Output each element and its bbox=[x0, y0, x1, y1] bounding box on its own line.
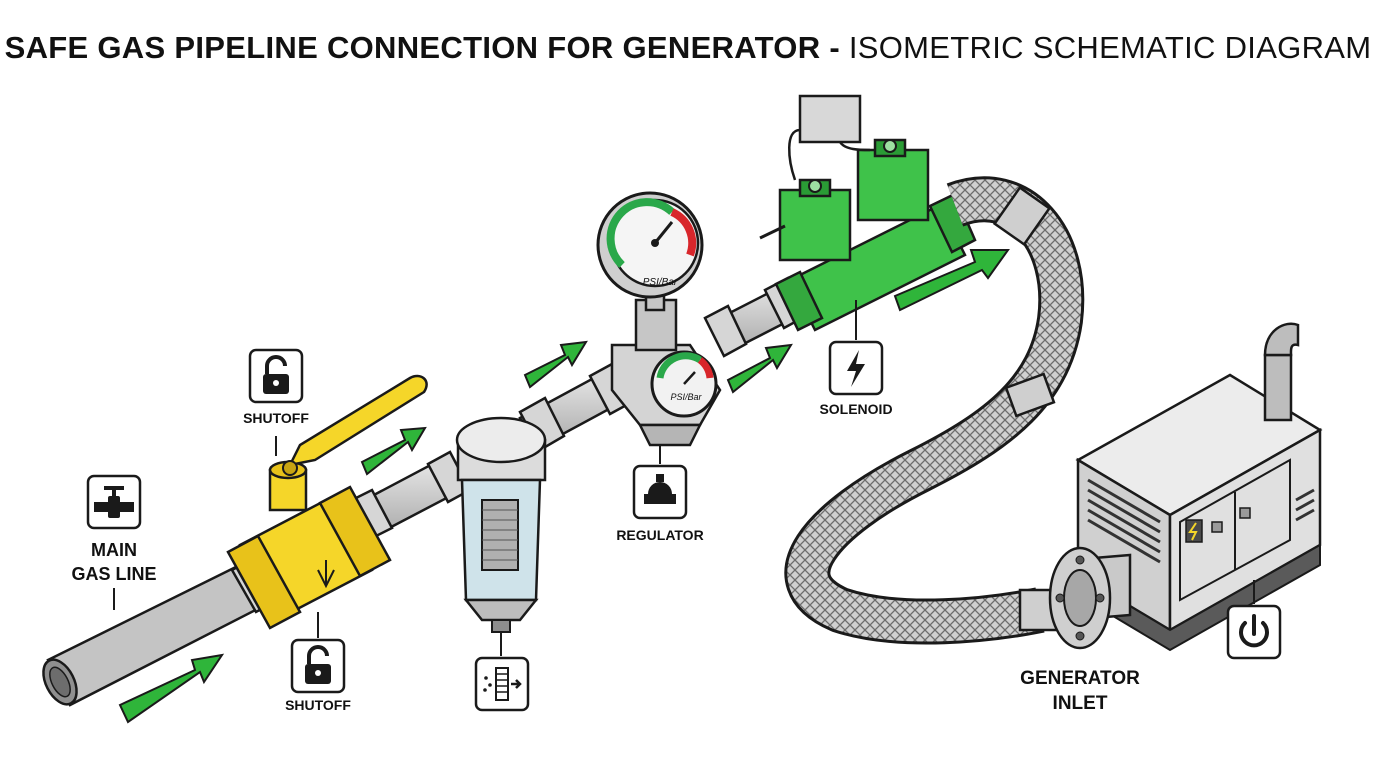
solenoid-valves bbox=[759, 94, 977, 332]
main-gas-line-label-line1: MAIN bbox=[91, 540, 137, 560]
regulator-label: REGULATOR bbox=[616, 527, 704, 543]
shutoff-label-top: SHUTOFF bbox=[243, 410, 309, 426]
generator-inlet-label: GENERATOR INLET bbox=[1008, 666, 1152, 716]
ball-valve bbox=[226, 374, 428, 630]
title-bold: SAFE GAS PIPELINE CONNECTION FOR GENERAT… bbox=[4, 30, 821, 65]
main-gas-line-label: MAIN GAS LINE bbox=[64, 538, 164, 586]
title-separator: - bbox=[820, 30, 849, 65]
flow-arrow bbox=[893, 249, 1010, 312]
pressure-gauge: PSI/Bar bbox=[596, 191, 704, 312]
main-gas-line-label-line2: GAS LINE bbox=[71, 564, 157, 584]
flow-arrow bbox=[726, 343, 793, 394]
unlock-icon bbox=[248, 348, 304, 404]
pressure-regulator: PSI/Bar bbox=[610, 298, 722, 447]
diagram-title: SAFE GAS PIPELINE CONNECTION FOR GENERAT… bbox=[0, 30, 1376, 66]
valve-icon bbox=[86, 474, 142, 530]
generator-inlet-label-line2: INLET bbox=[1052, 693, 1108, 714]
small-gauge-text: PSI/Bar bbox=[670, 392, 702, 402]
filter-icon bbox=[474, 656, 530, 712]
large-gauge-text: PSI/Bar bbox=[643, 277, 678, 288]
title-normal: ISOMETRIC SCHEMATIC DIAGRAM bbox=[848, 30, 1372, 65]
lightning-icon bbox=[828, 340, 884, 396]
generator-inlet-label-line1: GENERATOR bbox=[1020, 668, 1140, 689]
flow-arrow bbox=[118, 653, 225, 724]
regulator-icon bbox=[632, 464, 688, 520]
flow-arrow bbox=[360, 426, 427, 476]
generator bbox=[1075, 322, 1323, 652]
unlock-icon bbox=[290, 638, 346, 694]
generator-inlet-flange bbox=[1048, 546, 1132, 650]
flow-arrow bbox=[523, 340, 588, 389]
power-icon bbox=[1226, 604, 1282, 660]
gas-filter bbox=[455, 416, 547, 633]
flexible-hose bbox=[784, 176, 1085, 645]
solenoid-label: SOLENOID bbox=[819, 401, 893, 417]
shutoff-label-bottom: SHUTOFF bbox=[285, 697, 351, 713]
